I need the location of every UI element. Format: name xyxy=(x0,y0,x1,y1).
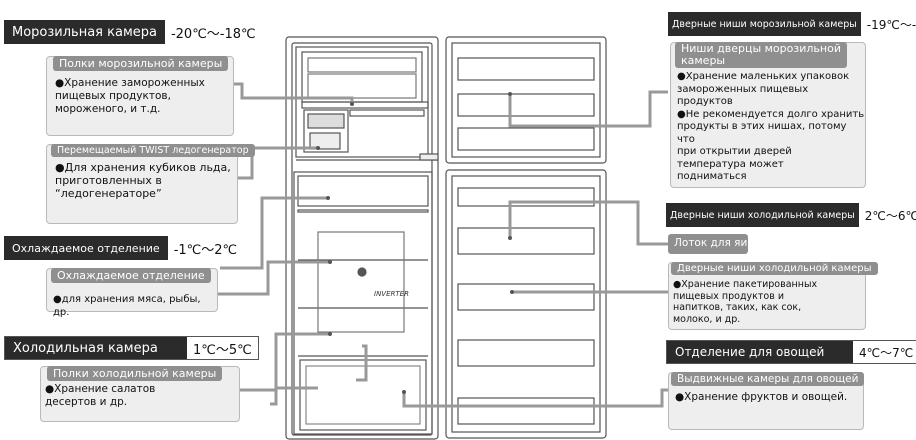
fridge-shelves-text: ●Хранение салатов десертов и др. xyxy=(45,383,156,408)
fridge-shelves-panel: Полки холодильной камеры ●Хранение салат… xyxy=(40,366,240,422)
fridge-shelves-title: Полки холодильной камеры xyxy=(47,366,223,381)
freezer-door-title: Дверные ниши морозильной камеры xyxy=(668,12,861,36)
chilled-title: Охлаждаемое отделение xyxy=(4,236,168,260)
vegetable-temp: 4℃～7℃ xyxy=(853,341,916,363)
freezer-door-panel: Ниши дверцы морозильной камеры ●Хранение… xyxy=(670,42,866,188)
freezer-door-panel-title: Ниши дверцы морозильной камеры xyxy=(675,42,847,68)
fridge-header: Холодильная камера 1℃～5℃ xyxy=(4,336,259,360)
chilled-text: ●для хранения мяса, рыбы, др. xyxy=(53,294,201,318)
fridge-door-panel: Дверные ниши холодильной камеры ●Хранени… xyxy=(668,262,878,330)
fridge-door-temp: 2℃～6℃ xyxy=(858,203,916,227)
freezer-header: Морозильная камера -20℃～-18℃ xyxy=(4,20,262,44)
chilled-panel-title: Охлаждаемое отделение xyxy=(51,268,211,283)
fridge-door-title: Дверные ниши холодильной камеры xyxy=(666,203,859,227)
vegetable-text: ●Хранение фруктов и овощей. xyxy=(675,391,848,403)
ice-maker xyxy=(303,109,349,153)
egg-tray-label: Лоток для яиц xyxy=(668,234,754,254)
freezer-temp: -20℃～-18℃ xyxy=(164,20,262,44)
freezer-shelves-text: ●Хранение замороженных пищевых продуктов… xyxy=(55,77,205,115)
ice-maker-panel: Перемещаемый TWIST ледогенератор ●Для хр… xyxy=(46,144,255,224)
fridge-door-panel-title: Дверные ниши холодильной камеры xyxy=(671,262,878,275)
freezer-shelves-panel: Полки морозильной камеры ●Хранение замор… xyxy=(46,56,234,136)
freezer-title: Морозильная камера xyxy=(4,20,165,44)
freezer-shelves-title: Полки морозильной камеры xyxy=(53,56,229,71)
chilled-panel: Охлаждаемое отделение ●для хранения мяса… xyxy=(46,268,218,318)
fridge-temp: 1℃～5℃ xyxy=(187,337,258,359)
vegetable-header: Отделение для овощей 4℃～7℃ xyxy=(666,340,916,364)
fridge-door-text: ●Хранение пакетированных пищевых продукт… xyxy=(673,279,818,325)
fridge-door-outline xyxy=(445,169,607,439)
inverter-label: INVERTER xyxy=(374,290,409,298)
freezer-door-outline xyxy=(445,36,607,164)
chilled-temp: -1℃～2℃ xyxy=(167,236,244,260)
freezer-door-temp: -19℃～-17℃ xyxy=(860,12,916,36)
freezer-door-text: ●Хранение маленьких упаковок замороженны… xyxy=(677,71,865,182)
fridge-title: Холодильная камера xyxy=(5,337,187,359)
vegetable-title: Отделение для овощей xyxy=(667,341,853,363)
chilled-header: Охлаждаемое отделение -1℃～2℃ xyxy=(4,236,244,260)
fridge-body-outline xyxy=(285,36,439,440)
ice-maker-text: ●Для хранения кубиков льда, приготовленн… xyxy=(55,161,231,200)
freezer-door-header: Дверные ниши морозильной камеры -19℃～-17… xyxy=(668,12,916,36)
vegetable-panel-title: Выдвижные камеры для овощей xyxy=(671,372,865,386)
ice-maker-title: Перемещаемый TWIST ледогенератор xyxy=(51,144,255,157)
vegetable-panel: Выдвижные камеры для овощей ●Хранение фр… xyxy=(668,372,865,430)
fridge-door-header: Дверные ниши холодильной камеры 2℃～6℃ xyxy=(666,203,916,227)
